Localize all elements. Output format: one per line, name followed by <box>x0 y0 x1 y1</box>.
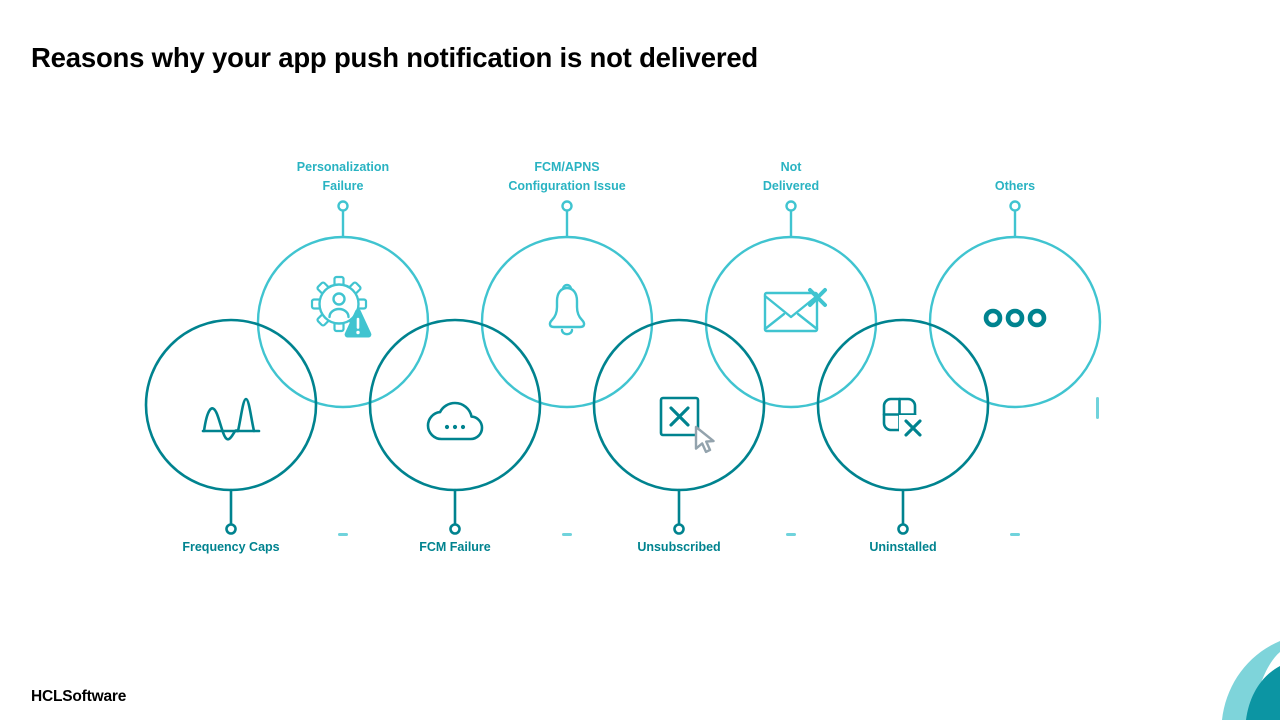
hcl-software-logo: HCLSoftware <box>31 688 126 706</box>
label-uninstalled: Uninstalled <box>869 540 937 554</box>
gap-dashes <box>338 397 1099 536</box>
label-line: Failure <box>322 179 364 193</box>
label-line: Personalization <box>296 160 390 174</box>
label-fcm-apns-configuration: FCM/APNS Configuration Issue <box>447 150 687 196</box>
app-remove-icon <box>882 397 925 441</box>
wave-chart-icon <box>201 397 261 441</box>
mail-x-mark <box>808 288 827 307</box>
undelivered-mail-icon <box>763 288 827 333</box>
ring-unsubscribed <box>592 318 766 492</box>
ring-personalization-failure <box>256 235 430 409</box>
ring-fcm-failure <box>368 318 542 492</box>
swoosh-decoration <box>1222 641 1280 720</box>
cloud-icon <box>428 403 482 439</box>
gear-teeth <box>310 275 368 333</box>
person-shoulders <box>328 307 350 319</box>
label-personalization-failure: Personalization Failure <box>223 150 463 196</box>
person-head <box>332 292 346 306</box>
label-frequency-caps: Frequency Caps <box>182 540 280 554</box>
gear-body <box>318 283 360 325</box>
label-unsubscribed: Unsubscribed <box>637 540 721 554</box>
label-line: Configuration Issue <box>508 179 626 193</box>
page-title: Reasons why your app push notification i… <box>31 42 759 73</box>
top-rings <box>256 200 1102 536</box>
logo-hcl: HCL <box>31 688 63 705</box>
bell-icon <box>548 283 586 336</box>
logo-software: Software <box>62 688 127 705</box>
ring-not-delivered <box>704 235 878 409</box>
label-others: Others <box>895 150 1135 196</box>
ring-others <box>928 235 1102 409</box>
label-line: Not <box>780 160 802 174</box>
label-fcm-failure: FCM Failure <box>419 540 491 554</box>
label-line: Others <box>994 179 1036 193</box>
ellipsis-icon <box>983 308 1047 328</box>
bottom-connectors <box>225 488 909 535</box>
unsubscribe-box-cursor-icon <box>659 396 715 454</box>
label-not-delivered: Not Delivered <box>671 150 911 196</box>
ring-uninstalled <box>816 318 990 492</box>
gear-person-warning-icon <box>310 275 372 338</box>
top-connectors <box>337 200 1021 239</box>
label-line: FCM/APNS <box>534 160 600 174</box>
ring-frequency-caps <box>144 318 318 492</box>
label-line: Delivered <box>762 179 820 193</box>
ring-fcm-apns-configuration <box>480 235 654 409</box>
bottom-rings <box>144 318 990 535</box>
warning-triangle-icon <box>344 308 372 338</box>
cursor-icon <box>694 425 715 454</box>
